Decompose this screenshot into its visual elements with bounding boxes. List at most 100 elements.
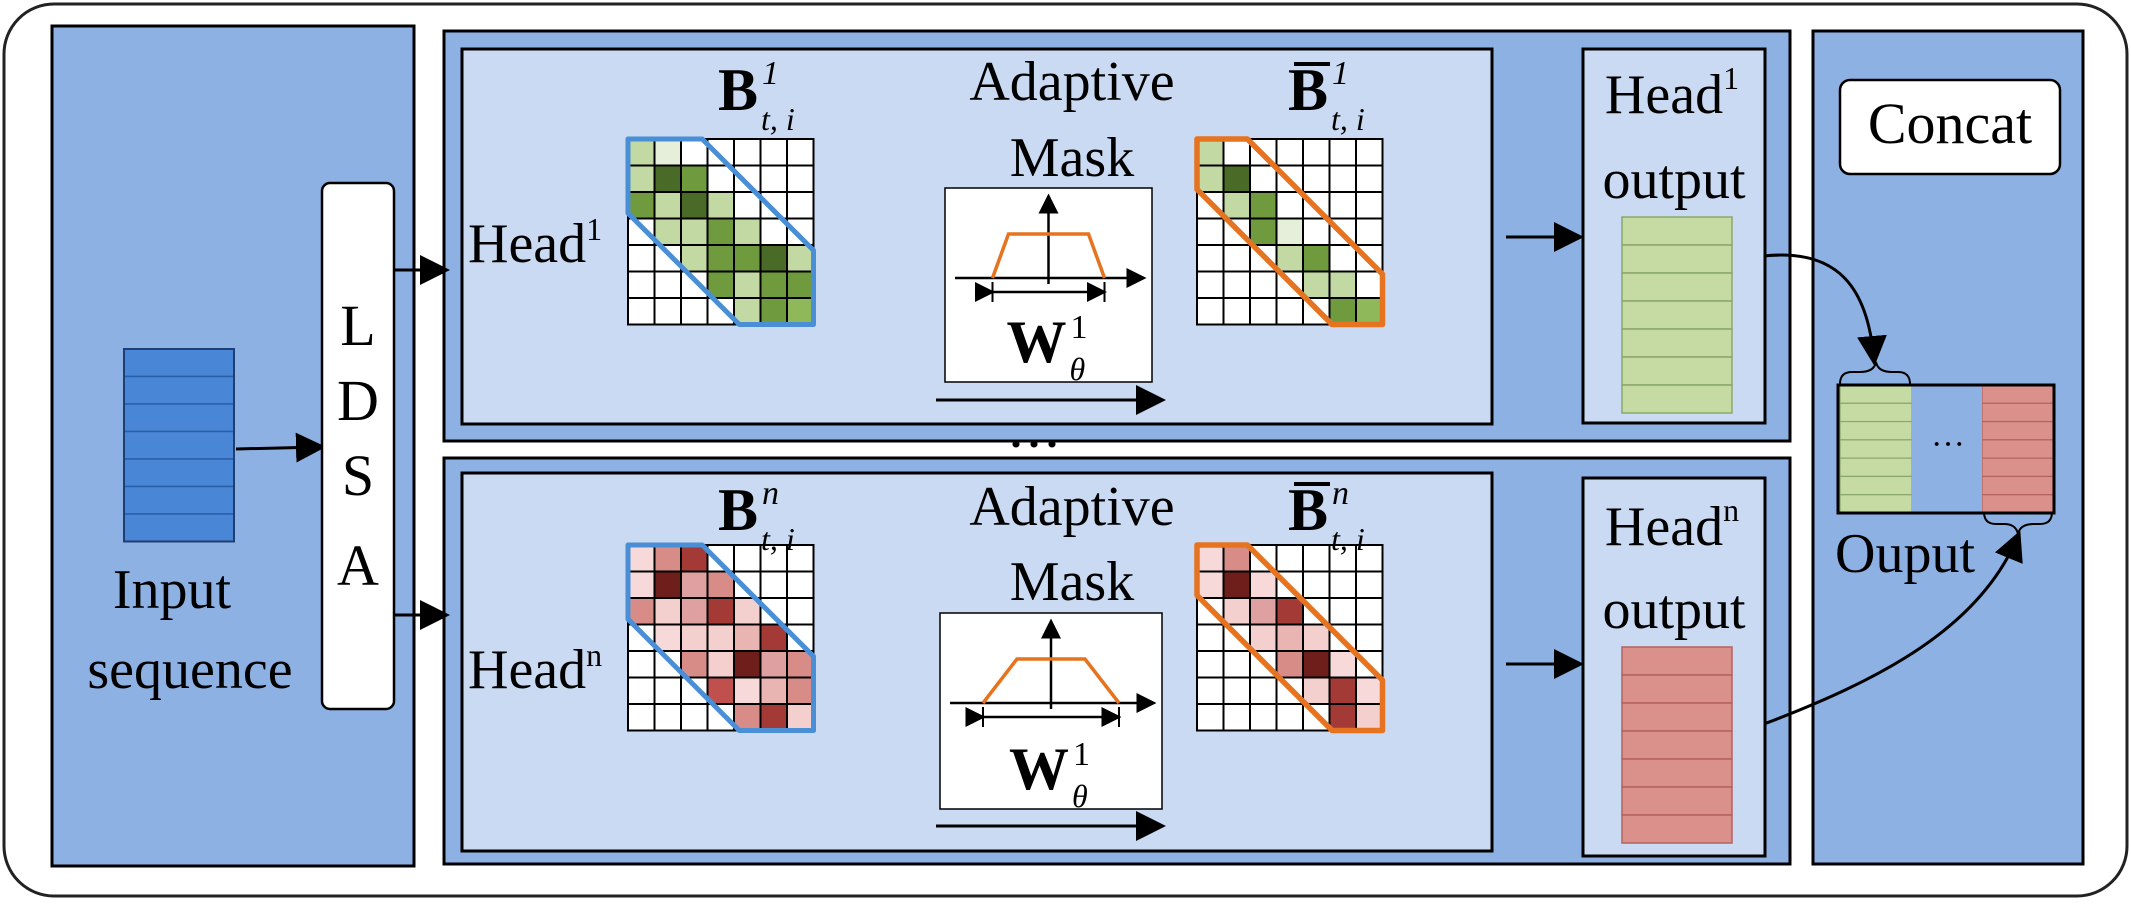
output-vector-cell xyxy=(1621,814,1733,844)
attention-matrix-cell xyxy=(759,244,788,273)
attention-matrix-cell xyxy=(627,570,656,599)
head-output-label: Head1 xyxy=(1605,60,1739,126)
input-cell xyxy=(123,403,235,433)
attention-matrix-cell xyxy=(759,191,788,220)
masked-matrix-cell xyxy=(1302,676,1331,705)
attention-matrix-cell xyxy=(706,191,735,220)
attention-matrix-cell xyxy=(733,623,762,652)
output-vector-cell xyxy=(1621,730,1733,760)
head-label: Head1 xyxy=(468,211,602,275)
masked-matrix-cell xyxy=(1222,297,1251,326)
masked-matrix-cell xyxy=(1275,244,1304,273)
masked-matrix-cell xyxy=(1196,217,1225,246)
attention-matrix-cell xyxy=(627,650,656,679)
concat-middle-ellipsis: ··· xyxy=(1931,426,1965,463)
attention-matrix-cell xyxy=(733,676,762,705)
attention-matrix-cell xyxy=(706,138,735,167)
band-outline xyxy=(625,136,816,327)
concat-left-cell xyxy=(1839,494,1913,514)
attention-matrix-cell xyxy=(627,703,656,732)
output-vector-cell xyxy=(1621,786,1733,816)
attention-matrix-cell xyxy=(786,676,815,705)
attention-matrix-cell xyxy=(706,297,735,326)
attention-matrix-cell xyxy=(759,570,788,599)
ldsa-letter-l: L xyxy=(340,293,375,358)
output-label: Ouput xyxy=(1835,523,1975,585)
masked-matrix-cell xyxy=(1222,164,1251,193)
concat-right-cell xyxy=(1981,420,2055,441)
masked-matrix-cell xyxy=(1328,703,1357,732)
masked-matrix-cell xyxy=(1355,297,1384,326)
masked-matrix-cell xyxy=(1222,191,1251,220)
mask-trapezoid xyxy=(990,232,1107,279)
concat-left-cell xyxy=(1839,402,1913,423)
attention-matrix-cell xyxy=(733,217,762,246)
input-panel: Input sequence L D S A xyxy=(50,24,416,868)
attention-matrix-cell xyxy=(759,270,788,299)
attention-matrix-cell xyxy=(653,270,682,299)
masked-matrix-cell xyxy=(1302,244,1331,273)
concat-box xyxy=(1838,78,2062,176)
concat-left-cell xyxy=(1839,475,1913,496)
input-cell xyxy=(123,430,235,460)
masked-matrix-cell xyxy=(1249,164,1278,193)
masked-matrix-cell xyxy=(1249,623,1278,652)
masked-matrix-cell xyxy=(1302,623,1331,652)
masked-matrix-cell xyxy=(1355,570,1384,599)
head-output-label2: output xyxy=(1602,579,1746,641)
attention-matrix-cell xyxy=(759,703,788,732)
concat-panel: Concat ··· Ouput xyxy=(1811,29,2085,866)
masked-matrix-cell xyxy=(1196,570,1225,599)
masked-matrix-cell xyxy=(1222,676,1251,705)
attention-matrix-cell xyxy=(706,217,735,246)
attention-matrix-cell xyxy=(759,297,788,326)
attention-matrix-cell xyxy=(786,570,815,599)
head-output-label: Headn xyxy=(1605,492,1739,558)
attention-matrix-cell xyxy=(733,244,762,273)
adaptive-label: Adaptive xyxy=(969,476,1174,538)
concat-output-block xyxy=(1836,383,2056,515)
headn-to-concat-arrow xyxy=(1763,530,2023,726)
attention-matrix-cell xyxy=(653,244,682,273)
ldsa-block xyxy=(320,181,396,711)
attention-matrix-cell xyxy=(786,703,815,732)
ldsa-letter-d: D xyxy=(337,368,379,433)
masked-matrix-cell xyxy=(1302,650,1331,679)
concat-right-cell xyxy=(1981,457,2055,478)
output-vector-cell xyxy=(1621,328,1733,358)
masked-matrix-cell xyxy=(1328,570,1357,599)
band-outline xyxy=(625,542,816,733)
attention-matrix-cell xyxy=(786,297,815,326)
attention-matrix-cell xyxy=(627,544,656,573)
attention-matrix-cell xyxy=(653,676,682,705)
input-block-border xyxy=(123,348,235,543)
attention-matrix-cell xyxy=(680,270,709,299)
masked-matrix-cell xyxy=(1355,623,1384,652)
masked-matrix-cell xyxy=(1302,217,1331,246)
masked-matrix-cell xyxy=(1249,191,1278,220)
masked-matrix-cell xyxy=(1249,217,1278,246)
attention-matrix-cell xyxy=(759,676,788,705)
attention-matrix-cell xyxy=(680,597,709,626)
attention-matrix-cell xyxy=(680,676,709,705)
attention-matrix-cell xyxy=(706,623,735,652)
attention-matrix-cell xyxy=(653,191,682,220)
attention-matrix-cell xyxy=(680,191,709,220)
attention-matrix-cell xyxy=(733,164,762,193)
attention-matrix-cell xyxy=(627,164,656,193)
output-vector-cell xyxy=(1621,356,1733,386)
masked-matrix-cell xyxy=(1249,297,1278,326)
input-cell xyxy=(123,513,235,543)
attention-matrix-cell xyxy=(653,164,682,193)
concat-left-cell xyxy=(1839,439,1913,459)
attention-matrix-cell xyxy=(733,650,762,679)
output-vector-cell xyxy=(1621,244,1733,274)
attention-matrix-cell xyxy=(733,270,762,299)
attention-matrix-cell xyxy=(680,164,709,193)
concat-right-cell xyxy=(1981,384,2055,404)
masked-matrix-cell xyxy=(1355,270,1384,299)
output-vector-cell xyxy=(1621,702,1733,732)
